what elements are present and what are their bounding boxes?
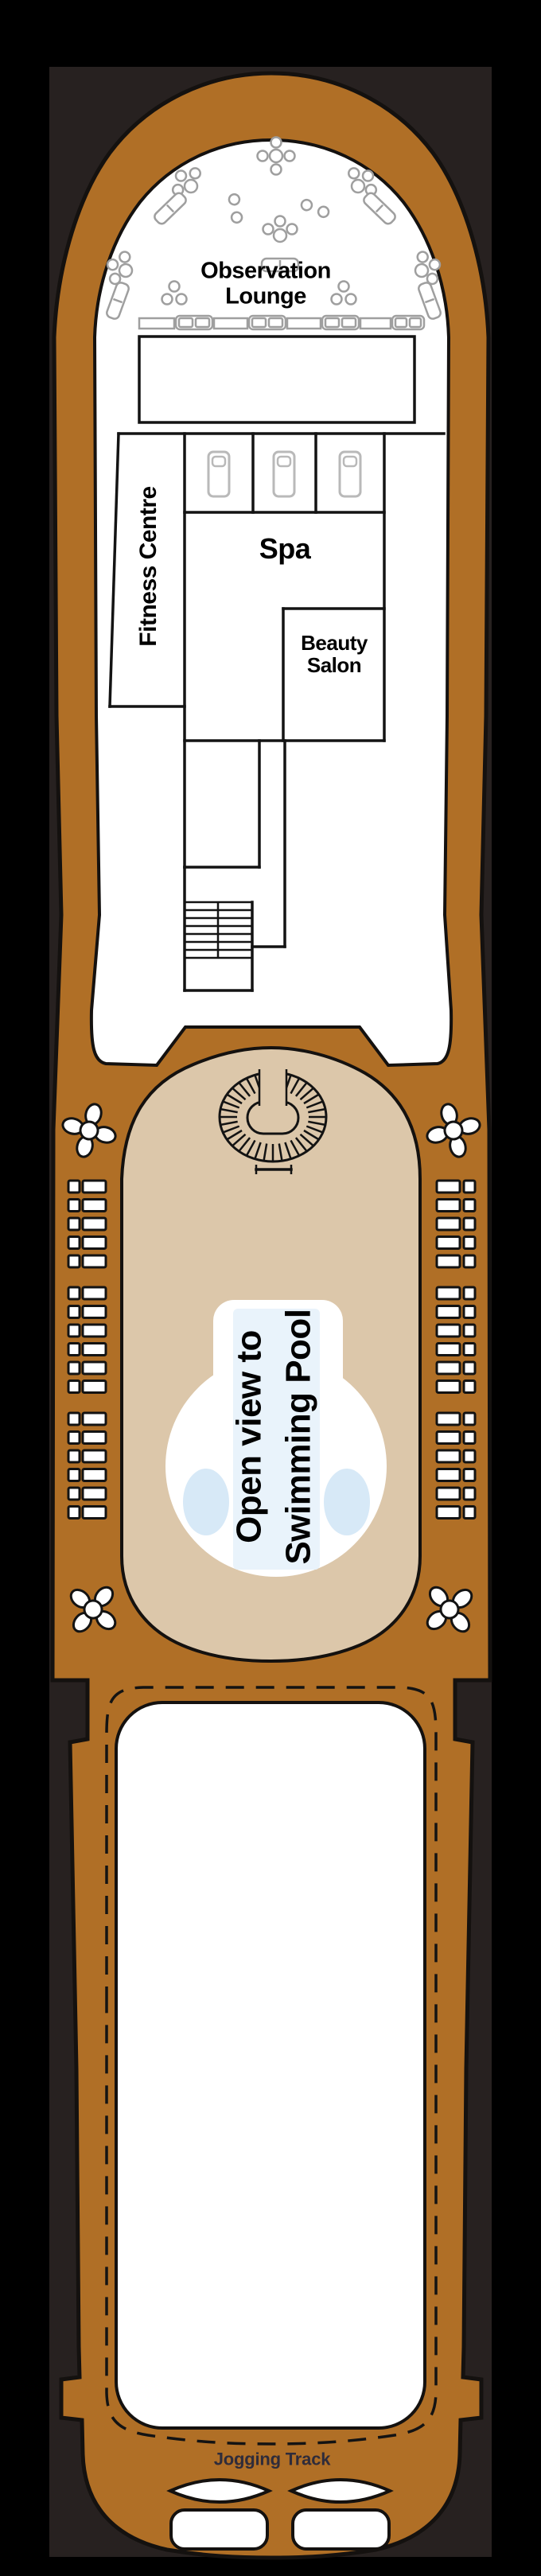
open-view-line1: Open view to bbox=[229, 1330, 269, 1543]
sun-lounger-icon bbox=[67, 1449, 107, 1464]
sun-lounger-icon bbox=[435, 1286, 477, 1301]
jogging-track-line bbox=[105, 1686, 438, 2446]
sun-lounger-icon bbox=[67, 1360, 107, 1376]
sofa-icon bbox=[174, 314, 214, 331]
sun-lounger-icon bbox=[67, 1411, 107, 1426]
sun-lounger-icon bbox=[67, 1430, 107, 1445]
sofa-icon bbox=[391, 314, 426, 331]
interior-walls bbox=[108, 432, 446, 992]
observation-lounge-label: Observation Lounge bbox=[200, 259, 331, 310]
chairs-icon bbox=[300, 198, 330, 219]
sun-lounger-icon bbox=[435, 1305, 477, 1319]
table-with-chairs-icon bbox=[106, 251, 134, 286]
sun-lounger-icon bbox=[435, 1254, 477, 1269]
bench-icon bbox=[212, 317, 249, 330]
table-with-chairs-icon bbox=[256, 136, 296, 176]
sun-lounger-icon bbox=[67, 1468, 107, 1482]
sun-lounger-icon bbox=[435, 1486, 477, 1501]
sun-lounger-icon bbox=[67, 1254, 107, 1269]
sun-lounger-icon bbox=[67, 1342, 107, 1356]
sofa-icon bbox=[106, 282, 130, 320]
open-view-label: Open view to Swimming Pool bbox=[225, 1309, 325, 1564]
sun-lounger-icon bbox=[435, 1430, 477, 1445]
fitness-label-text: Fitness Centre bbox=[135, 486, 162, 647]
sun-lounger-icon bbox=[435, 1235, 477, 1250]
observation-label-line2: Lounge bbox=[225, 284, 306, 309]
table-with-chairs-icon bbox=[69, 1586, 117, 1633]
stern-structures bbox=[166, 2478, 394, 2551]
sofa-icon bbox=[260, 257, 300, 273]
sofa-icon bbox=[418, 282, 442, 320]
spa-label: Spa bbox=[259, 531, 311, 565]
open-view-line2: Swimming Pool bbox=[279, 1309, 318, 1565]
whirlpool-icon bbox=[166, 2478, 273, 2504]
sun-lounger-icon bbox=[67, 1235, 107, 1250]
table-with-chairs-icon bbox=[414, 251, 442, 286]
jogging-label-text: Jogging Track bbox=[213, 2449, 331, 2469]
sun-lounger-icon bbox=[435, 1216, 477, 1232]
sun-lounger-icon bbox=[67, 1505, 107, 1520]
observation-lounge-furniture bbox=[106, 136, 442, 320]
fitness-centre-label: Fitness Centre bbox=[135, 486, 162, 646]
table-with-chairs-icon bbox=[262, 215, 298, 243]
sun-lounger-icon bbox=[435, 1342, 477, 1356]
sun-lounger-icon bbox=[435, 1505, 477, 1520]
sofa-icon bbox=[247, 314, 287, 331]
platform-icon bbox=[169, 2508, 269, 2551]
massage-bed-icon bbox=[338, 450, 362, 498]
sofa-icon bbox=[363, 192, 396, 225]
sun-loungers bbox=[67, 1179, 477, 1520]
jogging-track-label: Jogging Track bbox=[214, 2450, 331, 2470]
open-view-cutout bbox=[165, 1300, 387, 1577]
sofa-icon bbox=[321, 314, 360, 331]
whirlpool-icon bbox=[287, 2478, 394, 2504]
chairs-icon bbox=[161, 280, 188, 305]
sun-lounger-icon bbox=[435, 1411, 477, 1426]
table-with-chairs-icon bbox=[426, 1103, 481, 1158]
sun-lounger-icon bbox=[435, 1360, 477, 1376]
chairs-icon bbox=[330, 280, 357, 305]
sports-court bbox=[115, 1701, 426, 2430]
bench-icon bbox=[286, 317, 322, 330]
sun-lounger-icon bbox=[435, 1198, 477, 1212]
beauty-salon-label: Beauty Salon bbox=[301, 632, 368, 676]
sun-lounger-icon bbox=[67, 1286, 107, 1301]
platform-icon bbox=[291, 2508, 391, 2551]
bench-icon bbox=[359, 317, 392, 330]
sun-lounger-icon bbox=[435, 1468, 477, 1482]
sun-lounger-icon bbox=[67, 1305, 107, 1319]
swimming-pool bbox=[183, 1469, 229, 1535]
sun-lounger-icon bbox=[67, 1198, 107, 1212]
sun-lounger-icon bbox=[67, 1179, 107, 1194]
table-with-chairs-icon bbox=[426, 1586, 473, 1633]
swimming-pool bbox=[233, 1309, 320, 1570]
beauty-label-line1: Beauty bbox=[301, 630, 368, 655]
massage-bed-icon bbox=[272, 450, 296, 498]
bench-icon bbox=[138, 317, 176, 330]
sun-lounger-icon bbox=[67, 1486, 107, 1501]
swimming-pool bbox=[324, 1469, 370, 1535]
sun-lounger-icon bbox=[435, 1179, 477, 1194]
spa-label-text: Spa bbox=[259, 531, 311, 565]
sun-lounger-icon bbox=[67, 1323, 107, 1338]
observation-label-line1: Observation bbox=[200, 258, 331, 284]
table-with-chairs-icon bbox=[61, 1103, 117, 1158]
chairs-icon bbox=[228, 193, 243, 224]
sun-lounger-icon bbox=[435, 1449, 477, 1464]
sun-lounger-icon bbox=[67, 1379, 107, 1394]
spiral-staircase-icon bbox=[218, 1068, 328, 1174]
treatment-rooms bbox=[207, 450, 362, 498]
massage-bed-icon bbox=[207, 450, 231, 498]
sofa-icon bbox=[154, 192, 187, 225]
beauty-label-line2: Salon bbox=[306, 653, 362, 677]
bar-counter bbox=[138, 314, 426, 331]
stairs-icon bbox=[185, 901, 252, 959]
bar-service-room bbox=[138, 335, 416, 424]
sun-lounger-icon bbox=[67, 1216, 107, 1232]
deck-tables bbox=[61, 1103, 481, 1633]
sun-lounger-icon bbox=[435, 1323, 477, 1338]
sun-lounger-icon bbox=[435, 1379, 477, 1394]
